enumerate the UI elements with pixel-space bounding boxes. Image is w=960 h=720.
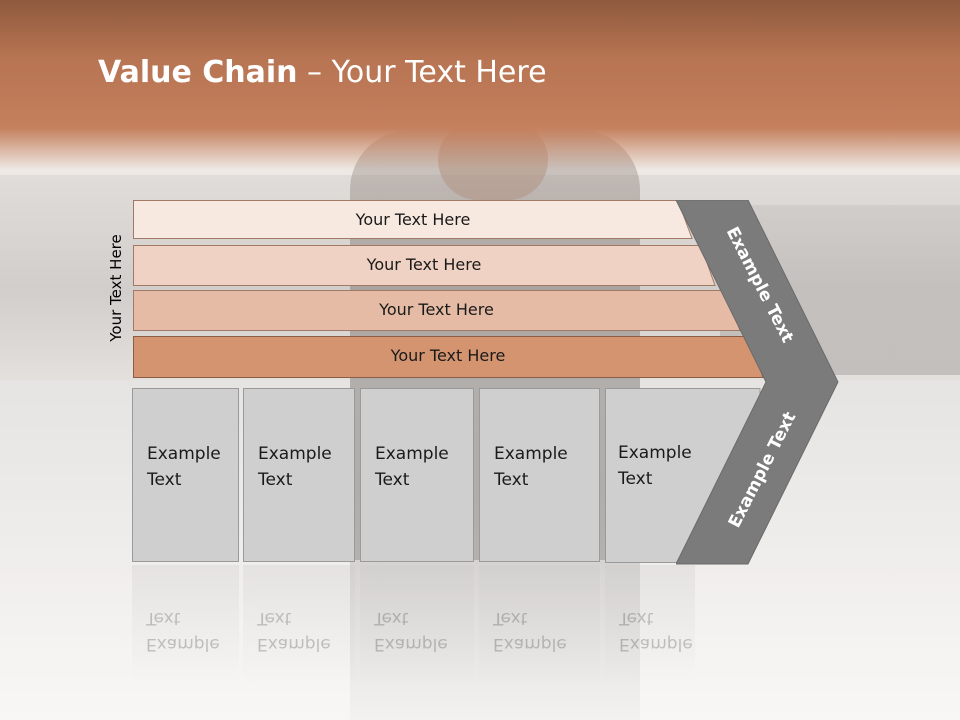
primary-box-5-line2: Text (618, 469, 653, 489)
support-bar-3-label: Your Text Here (379, 299, 494, 319)
margin-chevron-shape (676, 200, 839, 565)
slide-title: Value Chain – Your Text Here (98, 55, 547, 90)
support-bar-3: Your Text Here (133, 290, 741, 331)
support-bar-1-shape (133, 200, 693, 239)
margin-chevron (676, 200, 839, 565)
primary-box-1: Example Text (132, 388, 239, 562)
primary-box-1-line2: Text (147, 470, 182, 490)
primary-box-4-line1: Example (494, 444, 568, 464)
primary-box-4: Example Text (479, 388, 600, 562)
slide-title-rest: – Your Text Here (297, 55, 547, 90)
primary-box-3: Example Text (360, 388, 474, 562)
support-bar-4-shape (133, 336, 764, 378)
primary-box-2-line2: Text (258, 470, 293, 490)
primary-box-4-line2: Text (494, 470, 529, 490)
slide-title-bold: Value Chain (98, 55, 298, 90)
primary-box-3-line2: Text (375, 470, 410, 490)
support-bar-1: Your Text Here (133, 200, 693, 239)
bottom-fade (0, 560, 960, 720)
support-bar-4: Your Text Here (133, 336, 764, 378)
primary-box-1-line1: Example (147, 444, 221, 464)
primary-box-5-line1: Example (618, 443, 692, 463)
side-label: Your Text Here (107, 234, 125, 342)
support-bar-1-label: Your Text Here (355, 209, 471, 229)
support-bar-2-shape (133, 245, 716, 286)
primary-box-2-line1: Example (258, 444, 332, 464)
title-band (0, 0, 960, 170)
support-bar-2-label: Your Text Here (366, 254, 482, 274)
primary-box-5-text: Example Text (618, 440, 692, 492)
primary-box-3-line1: Example (375, 444, 449, 464)
support-bar-4-label: Your Text Here (390, 345, 506, 365)
primary-box-2: Example Text (243, 388, 355, 562)
support-bar-2: Your Text Here (133, 245, 716, 286)
